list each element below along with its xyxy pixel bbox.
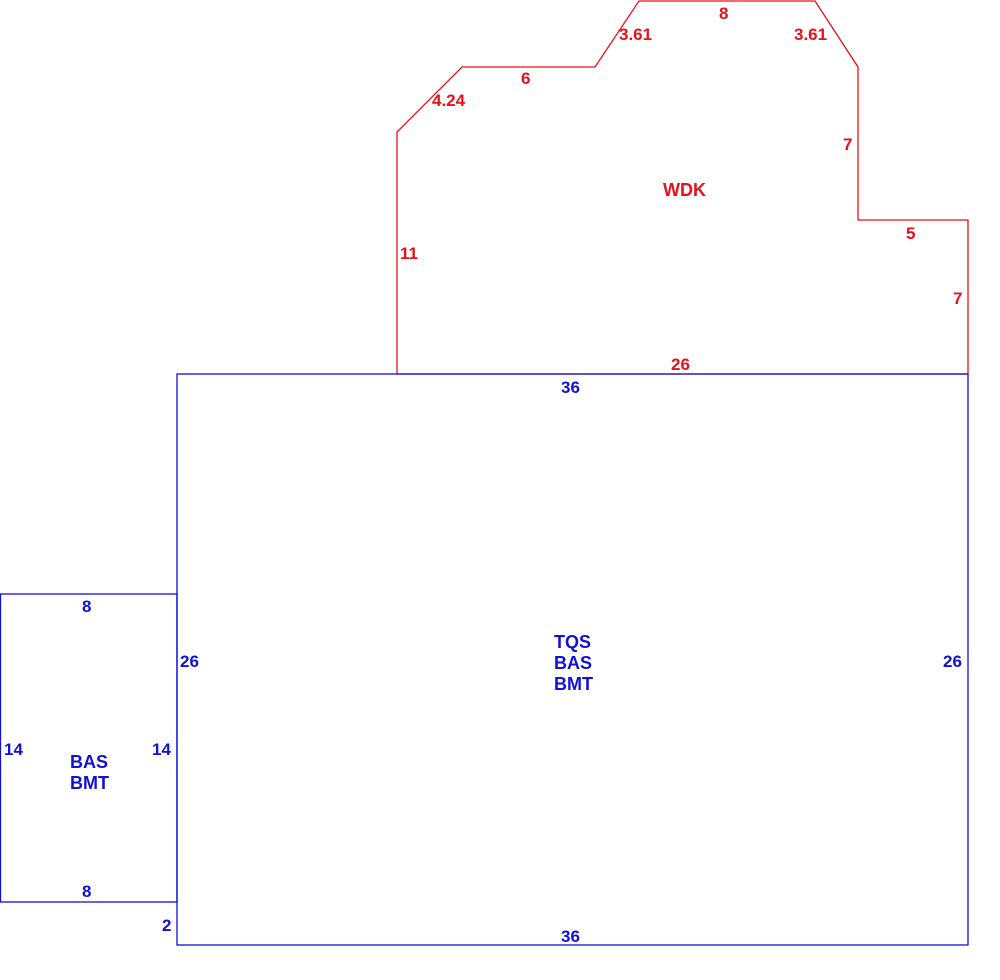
wdk-dim-right-upper: 7 <box>843 135 852 154</box>
main-dim-bottom: 36 <box>561 927 580 946</box>
main-dim-top: 36 <box>561 378 580 397</box>
wdk-label: WDK <box>663 180 706 200</box>
main-dim-right: 26 <box>943 652 962 671</box>
annex-dim-bottom: 8 <box>82 882 91 901</box>
wdk-dim-diag-right: 3.61 <box>794 25 827 44</box>
main-label-2: BAS <box>554 653 592 673</box>
wdk-dim-top-left: 6 <box>521 69 530 88</box>
main-dim-offset: 2 <box>162 916 171 935</box>
wdk-dim-diag-left: 4.24 <box>432 91 466 110</box>
wdk-dim-bottom: 26 <box>671 355 690 374</box>
wdk-dim-step: 5 <box>906 224 915 243</box>
wdk-dim-left: 11 <box>400 244 418 263</box>
annex-dim-right: 14 <box>152 740 171 759</box>
main-dim-left: 26 <box>180 652 199 671</box>
wdk-dim-top: 8 <box>719 4 728 23</box>
wdk-dim-right-lower: 7 <box>953 289 962 308</box>
annex-outline <box>0 593 178 903</box>
annex-label-1: BAS <box>70 752 108 772</box>
main-label-1: TQS <box>554 632 591 652</box>
wdk-dim-diag-mid: 3.61 <box>619 25 652 44</box>
annex-dim-left: 14 <box>4 740 23 759</box>
main-label-3: BMT <box>554 674 593 694</box>
annex-dim-top: 8 <box>82 597 91 616</box>
annex-label-2: BMT <box>70 773 109 793</box>
wdk-outline <box>396 0 969 375</box>
